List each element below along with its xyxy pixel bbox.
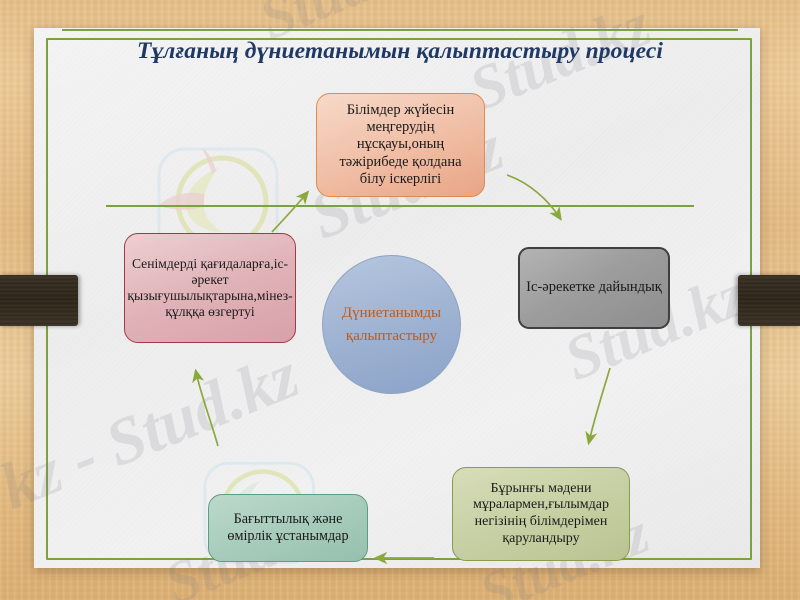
diagram-node-center[interactable]: Дүниетанымды қалыптастыру (322, 255, 461, 394)
decorative-bar-left (0, 275, 78, 326)
page-title: Тұлғаның дүниетанымын қалыптастыру проце… (136, 38, 664, 64)
diagram-node-right[interactable]: Іс-әрекетке дайындық (518, 247, 670, 329)
decorative-bar-right (738, 275, 800, 326)
diagram-node-bottom-right[interactable]: Бұрынғы мәдени мұралармен,ғылымдар негіз… (452, 467, 630, 561)
diagram-node-bottom-left[interactable]: Бағыттылық және өмірлік ұстанымдар (208, 494, 368, 562)
title-divider-line (62, 29, 738, 31)
diagram-node-left[interactable]: Сенімдерді қағидаларға,іс-әрекет қызығуш… (124, 233, 296, 343)
mid-divider-line (106, 205, 694, 207)
diagram-node-top[interactable]: Білімдер жүйесін меңгерудің нұсқауы,оның… (316, 93, 485, 197)
